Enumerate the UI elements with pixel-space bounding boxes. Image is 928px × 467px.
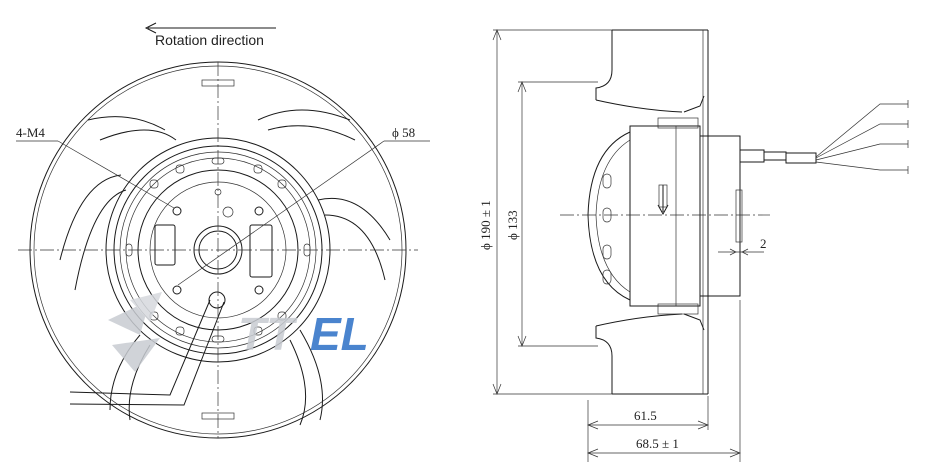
bolt-label: 4-M4 [16,125,45,140]
gap-label: 2 [760,236,767,251]
impeller-profile [595,29,709,395]
airflow-arrow-icon [657,184,669,216]
watermark: TT EL [108,292,369,372]
rotation-arrow-icon [144,22,276,34]
cable-and-wires [739,100,909,174]
rotation-direction-label: Rotation direction [155,32,264,48]
impeller-blades [59,109,391,426]
ground-symbol-icon [222,206,234,218]
motor-label-left [154,224,176,266]
side-view: ϕ 190 ± 1 ϕ 133 [478,29,909,462]
watermark-text-gray: TT [238,308,298,360]
depth-label-a: 61.5 [634,408,657,423]
balance-marks [201,79,235,420]
shaft-leader [177,140,385,286]
motor-body [587,117,743,315]
motor-label-right [249,224,273,278]
bolt-leader [57,140,175,209]
outer-diameter-label: ϕ 190 ± 1 [478,200,493,250]
shaft-diameter-label: ϕ 58 [392,125,415,140]
front-view: Rotation direction [16,22,430,439]
watermark-text-blue: EL [310,308,369,360]
inner-diameter-label: ϕ 133 [505,210,520,240]
depth-label-b: 68.5 ± 1 [636,436,679,451]
cable [69,291,226,406]
motor-vent-slots [602,173,612,285]
